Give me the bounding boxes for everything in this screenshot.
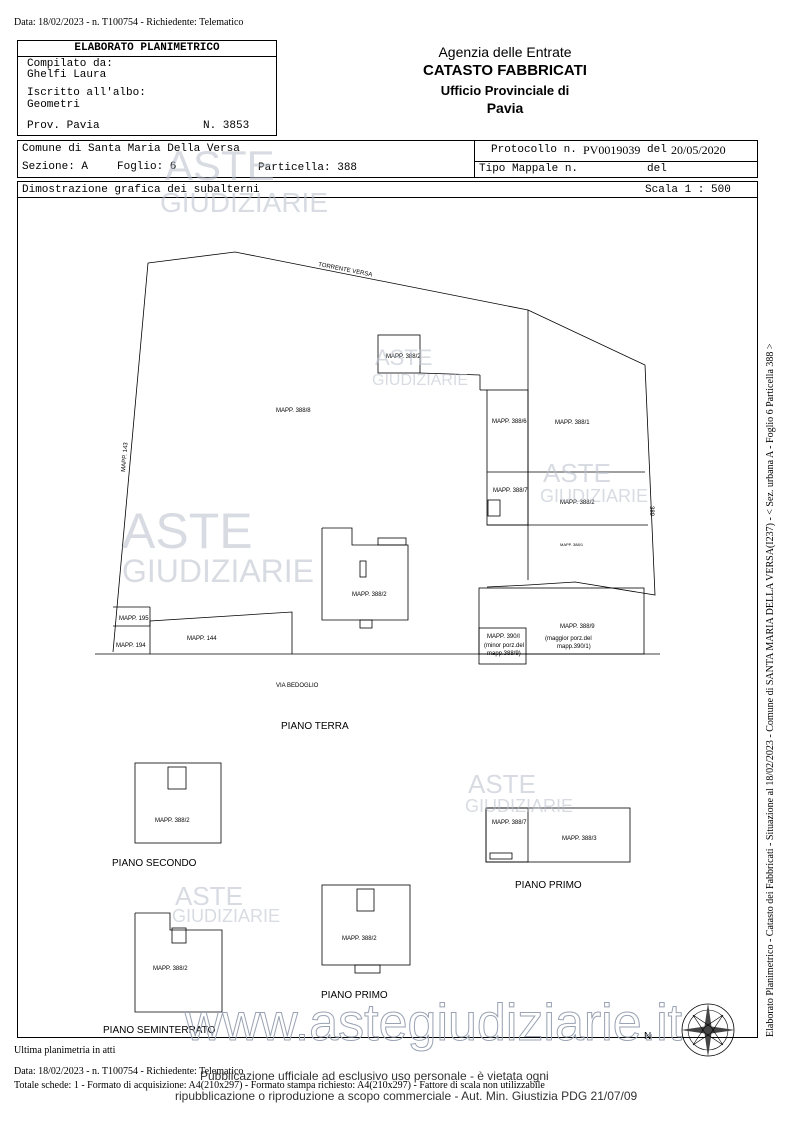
row1-box bbox=[17, 140, 758, 178]
numero-label: N. 3853 bbox=[203, 120, 250, 132]
mapp-label-390-note2: mapp.388/9) bbox=[487, 651, 521, 657]
compilato-label: Compilato da: bbox=[27, 58, 113, 70]
mapp-label-8: MAPP. 388/8 bbox=[276, 408, 311, 414]
pubblicazione-line1: Pubblicazione ufficiale ad esclusivo uso… bbox=[200, 1069, 549, 1083]
svg-text:GIUDIZIARIE: GIUDIZIARIE bbox=[465, 796, 573, 816]
mapp-label-390-note1: (minor porz.del bbox=[484, 643, 524, 649]
ultima-planimetria-text: Ultima planimetria in atti bbox=[14, 1045, 116, 1056]
north-label: N bbox=[644, 1031, 651, 1042]
piano-primo-right-label: PIANO PRIMO bbox=[515, 880, 582, 891]
watermark-aste-top: ASTE GIUDIZIARIE bbox=[160, 142, 328, 218]
elaborato-title-divider bbox=[17, 56, 277, 57]
piano-seminterrato-label: PIANO SEMINTERRATO bbox=[103, 1025, 216, 1036]
compilato-value: Ghelfi Laura bbox=[27, 69, 107, 81]
piano-primo-right-mapp2: MAPP. 388/3 bbox=[562, 836, 597, 842]
svg-text:ASTE: ASTE bbox=[175, 881, 243, 911]
mapp-label-6: MAPP. 388/6 bbox=[492, 419, 527, 425]
watermark-aste-large: ASTE GIUDIZIARIE bbox=[122, 503, 314, 589]
elaborato-title: ELABORATO PLANIMETRICO bbox=[74, 42, 220, 54]
row2-divider bbox=[17, 197, 758, 198]
watermark-aste-small-3: ASTE GIUDIZIARIE bbox=[465, 769, 573, 816]
iscritto-label: Iscritto all'albo: bbox=[27, 87, 146, 99]
prov-label: Prov. Pavia bbox=[27, 120, 100, 132]
footer-totale-text: Totale schede: 1 - Formato di acquisizio… bbox=[14, 1080, 545, 1091]
watermark-aste-small-1: ASTE GIUDIZIARIE bbox=[372, 345, 468, 389]
compass-rose-icon bbox=[681, 1003, 735, 1057]
mapp-label-195: MAPP. 195 bbox=[119, 616, 149, 622]
mapp-label-390: MAPP. 390/I bbox=[487, 634, 520, 640]
protocollo-label: Protocollo n. bbox=[491, 144, 577, 156]
dimostrazione-text: Dimostrazione grafica dei subalterni bbox=[22, 184, 260, 196]
via-label: VIA BEDOGLIO bbox=[276, 683, 319, 689]
mapp-label-389: 389 bbox=[648, 506, 654, 517]
agency-line3: Ufficio Provinciale di bbox=[440, 83, 570, 98]
watermark-site: www.astegiudiziarie.it bbox=[184, 994, 683, 1052]
lot-boundary-left bbox=[112, 262, 149, 653]
row1-hdivider bbox=[474, 161, 758, 162]
svg-text:GIUDIZIARIE: GIUDIZIARIE bbox=[122, 553, 314, 589]
piano-secondo-label: PIANO SECONDO bbox=[112, 858, 197, 869]
svg-text:GIUDIZIARIE: GIUDIZIARIE bbox=[540, 486, 648, 506]
sezione-text: Sezione: A bbox=[22, 161, 89, 173]
main-frame bbox=[17, 181, 758, 1038]
svg-text:ASTE: ASTE bbox=[165, 142, 275, 189]
piano-secondo-mapp: MAPP. 388/2 bbox=[155, 818, 190, 824]
iscritto-value: Geometri bbox=[27, 99, 80, 111]
pubblicazione-line2: ripubblicazione o riproduzione a scopo c… bbox=[175, 1089, 638, 1103]
mapp-label-144: MAPP. 144 bbox=[187, 636, 217, 642]
agency-line4: Pavia bbox=[486, 100, 524, 116]
mapp-label-9-note2: mapp.390/1) bbox=[557, 644, 591, 650]
svg-text:ASTE: ASTE bbox=[375, 345, 432, 370]
mapp-label-2c: MAPP. 388/2 bbox=[352, 592, 387, 598]
header-top-text: Data: 18/02/2023 - n. T100754 - Richiede… bbox=[14, 17, 244, 28]
svg-text:GIUDIZIARIE: GIUDIZIARIE bbox=[160, 187, 328, 218]
mapp-label-143: MAPP. 143 bbox=[121, 442, 130, 473]
svg-text:ASTE: ASTE bbox=[122, 503, 253, 559]
mapp-label-9-note1: (maggior porz.del bbox=[545, 636, 592, 642]
side-vertical-text: Elaborato Planimetrico - Catasto dei Fab… bbox=[765, 343, 776, 1037]
comune-text: Comune di Santa Maria Della Versa bbox=[22, 143, 240, 155]
watermark-aste-small-4: ASTE GIUDIZIARIE bbox=[172, 881, 280, 926]
piano-primo-center-label: PIANO PRIMO bbox=[321, 990, 388, 1001]
piano-primo-center-mapp: MAPP. 388/2 bbox=[342, 936, 377, 942]
agency-line1: Agenzia delle Entrate bbox=[438, 44, 572, 60]
mapp-label-9: MAPP. 388/9 bbox=[560, 624, 595, 630]
watermark-aste-small-2: ASTE GIUDIZIARIE bbox=[540, 458, 648, 506]
scala-text: Scala 1 : 500 bbox=[645, 184, 731, 196]
mapp-label-1: MAPP. 388/1 bbox=[555, 420, 590, 426]
mapp-label-7: MAPP. 388/7 bbox=[493, 488, 528, 494]
piano-seminterrato-mapp: MAPP. 388/2 bbox=[153, 966, 188, 972]
protocollo-value: PV0019039 bbox=[583, 143, 641, 157]
tipo-mappale-label: Tipo Mappale n. bbox=[479, 163, 579, 175]
svg-text:ASTE: ASTE bbox=[543, 458, 611, 488]
tipo-mappale-del: del bbox=[647, 163, 667, 175]
mapp-label-small: MAPP. 388/1 bbox=[560, 542, 584, 547]
agency-line2: CATASTO FABBRICATI bbox=[423, 62, 587, 79]
piano-primo-right-mapp1: MAPP. 388/7 bbox=[492, 820, 527, 826]
svg-text:GIUDIZIARIE: GIUDIZIARIE bbox=[372, 372, 468, 389]
mapp-label-a: MAPP. 388/2 bbox=[386, 354, 421, 360]
lot-boundary-right bbox=[147, 251, 656, 596]
piano-terra-label: PIANO TERRA bbox=[281, 721, 349, 732]
elaborato-box bbox=[17, 40, 277, 136]
row1-divider bbox=[474, 140, 475, 178]
foglio-text: Foglio: 6 bbox=[117, 161, 177, 173]
footer-data-text: Data: 18/02/2023 - n. T100754 - Richiede… bbox=[14, 1066, 244, 1077]
svg-text:GIUDIZIARIE: GIUDIZIARIE bbox=[172, 906, 280, 926]
mapp-label-194: MAPP. 194 bbox=[116, 643, 146, 649]
mapp-label-2b: MAPP. 388/2 bbox=[560, 500, 595, 506]
protocollo-del-label: del bbox=[647, 144, 667, 156]
particella-text: Particella: 388 bbox=[258, 162, 358, 174]
protocollo-del-value: 20/05/2020 bbox=[671, 143, 726, 157]
svg-text:ASTE: ASTE bbox=[468, 769, 536, 799]
